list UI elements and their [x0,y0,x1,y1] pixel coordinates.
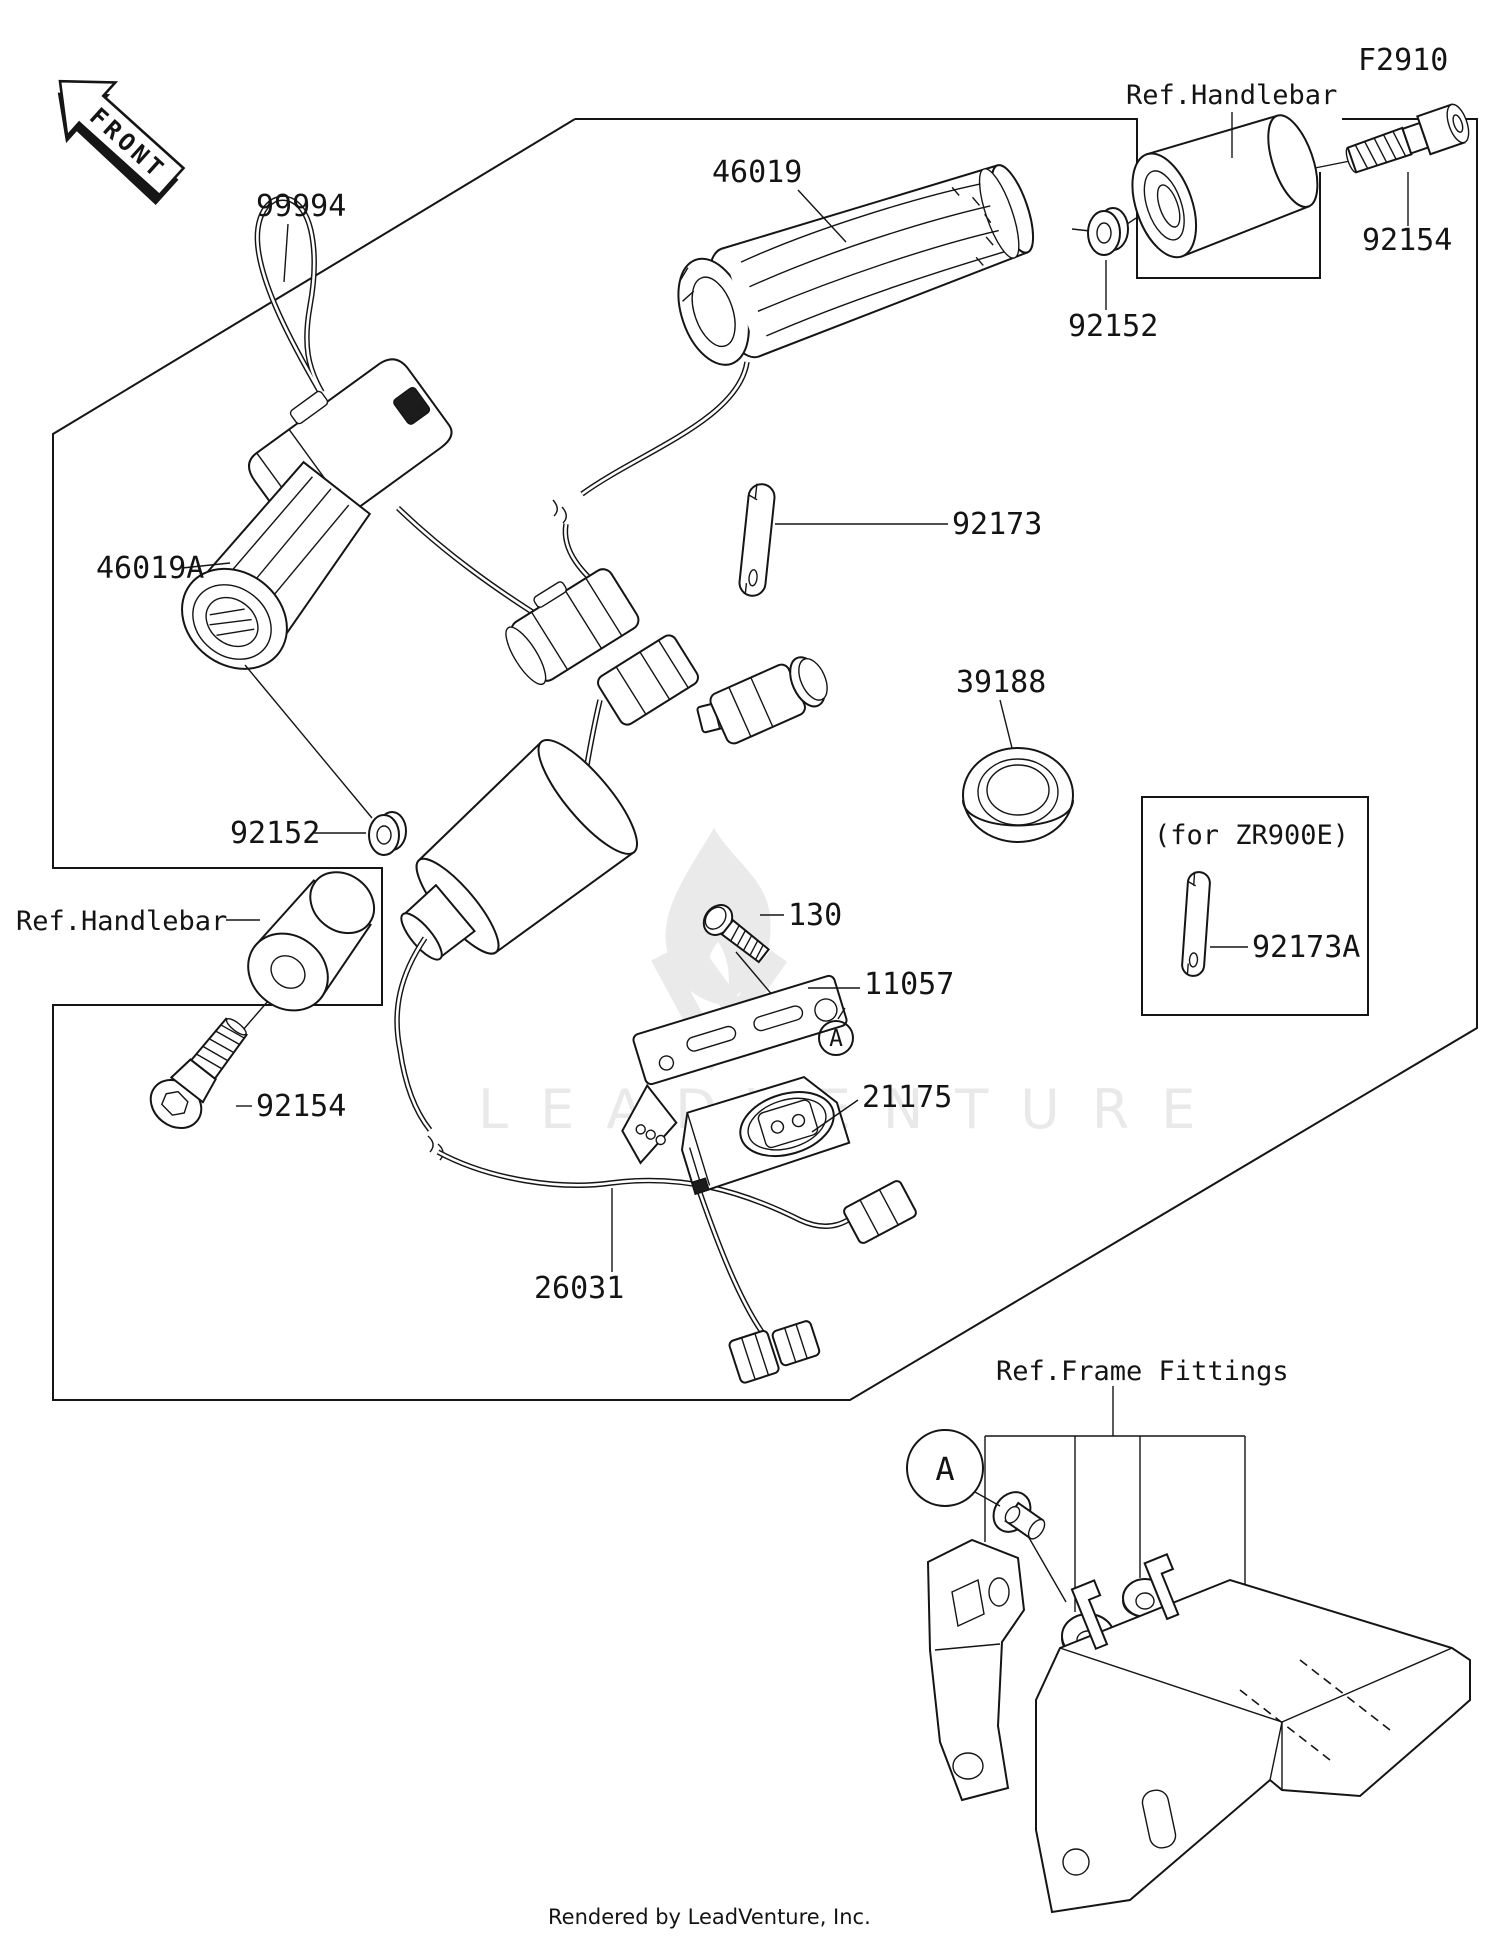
front-direction-arrow: FRONT [57,79,186,206]
grip-right-cable-art [552,361,750,608]
callout-harness[interactable]: 26031 [534,1271,624,1306]
lower-connector-pair-art [728,1320,821,1384]
watermark-text: LEADVENTURE [478,1078,1227,1141]
sub-connector-art [843,1180,917,1244]
diagram-boundaries [52,118,1478,1401]
ref-handlebar-right[interactable]: Ref.Handlebar [1126,80,1337,111]
washer-right-art [1087,207,1129,256]
connector-cluster-art [505,568,828,801]
diagram-code: F2910 [1358,43,1448,78]
marker-a-bracket: A [818,1020,854,1056]
marker-a-frame-label: A [935,1450,954,1488]
kit-cable-loop-art [254,195,550,625]
ref-handlebar-left[interactable]: Ref.Handlebar [16,906,227,937]
bracket-art [621,974,848,1165]
ref-frame-fittings[interactable]: Ref.Frame Fittings [996,1356,1289,1387]
grommet-art [962,747,1074,843]
callout-screw[interactable]: 130 [788,898,842,933]
damper-art [738,483,776,597]
callout-washer-right[interactable]: 92152 [1068,309,1158,344]
screw-art [702,904,771,964]
callout-bolt-right[interactable]: 92154 [1362,223,1452,258]
washer-left-art [368,811,407,856]
zr900e-note: (for ZR900E) [1154,820,1349,851]
axis-line-left-upper [244,664,373,819]
grip-left-art [181,358,453,670]
callout-grip-right[interactable]: 46019 [712,155,802,190]
frame-fittings-art [926,1386,1471,1914]
marker-a-frame: A [906,1429,1001,1507]
leader-lines [181,112,1409,1272]
harness-cable-art [394,936,865,1334]
marker-a-bracket-leader [837,1007,846,1020]
handlebar-weight-art [247,871,376,1012]
callout-damper-zr900e[interactable]: 92173A [1252,930,1360,965]
harness-boot-art [400,738,639,961]
callout-bracket[interactable]: 11057 [864,967,954,1002]
zr900e-box [1141,796,1369,1016]
bolt-right-art [1345,103,1470,174]
footer-credit: Rendered by LeadVenture, Inc. [548,1905,871,1929]
damper-zr900e-art [1181,871,1211,977]
marker-a-bracket-label: A [829,1026,843,1052]
callout-grip-left[interactable]: 46019A [96,551,204,586]
grip-right-art [677,164,1035,366]
callout-bolt-left[interactable]: 92154 [256,1089,346,1124]
callout-damper[interactable]: 92173 [952,507,1042,542]
callout-kit[interactable]: 99994 [256,189,346,224]
handlebar-collar-art [1131,114,1319,259]
callout-washer-left[interactable]: 92152 [230,816,320,851]
controller-art [680,1075,851,1196]
callout-controller[interactable]: 21175 [862,1080,952,1115]
bolt-left-art [149,1017,248,1130]
callout-grommet[interactable]: 39188 [956,665,1046,700]
